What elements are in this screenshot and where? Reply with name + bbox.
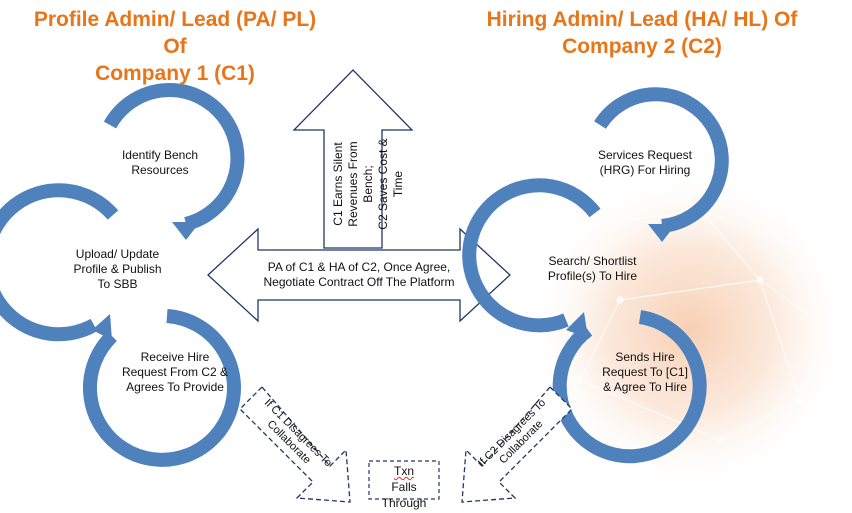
double-arrow-label: PA of C1 & HA of C2, Once Agree, Negotia… (250, 260, 468, 290)
right-step-2-line2: Profile(s) To Hire (547, 269, 638, 283)
txn-falls-box (368, 460, 440, 500)
left-cycle (0, 83, 245, 467)
left-title-line2: Company 1 (C1) (95, 62, 255, 85)
up-arrow-label: C1 Earns Silent Revenues From Bench; C2 … (331, 124, 406, 244)
left-step-1: Identify Bench Resources (100, 148, 220, 178)
left-step-3-line3: Agrees To Provide (126, 380, 224, 394)
right-cycle (462, 87, 729, 464)
txn-falls-line1: Txn Falls (369, 463, 439, 495)
left-step-2: Upload/ Update Profile & Publish To SBB (55, 247, 180, 292)
left-step-2-line1: Upload/ Update (75, 247, 160, 261)
right-step-1-line1: Services Request (597, 148, 693, 162)
up-arrow-line2: Revenues From Bench; (346, 141, 375, 227)
right-cycle-arrowhead-2 (566, 312, 588, 338)
left-step-1-line1: Identify Bench (121, 148, 199, 162)
right-cycle-arrowhead-1 (648, 224, 676, 242)
right-step-3-line1: Sends Hire (615, 350, 675, 364)
left-step-3-line1: Receive Hire (140, 350, 210, 364)
right-step-1: Services Request (HRG) For Hiring (580, 148, 710, 178)
up-arrow-shape (292, 69, 414, 249)
left-title-line1: Profile Admin/ Lead (PA/ PL) Of (33, 8, 317, 58)
right-step-3-line3: & Agree To Hire (603, 380, 687, 394)
left-step-2-line3: To SBB (97, 277, 138, 291)
right-title-line1: Hiring Admin/ Lead (HA/ HL) Of (486, 8, 798, 31)
right-step-2: Search/ Shortlist Profile(s) To Hire (525, 254, 660, 284)
right-step-1-line2: (HRG) For Hiring (599, 163, 691, 177)
right-title-line2: Company 2 (C2) (562, 35, 722, 58)
left-step-3: Receive Hire Request From C2 & Agrees To… (110, 350, 240, 395)
falls-word: Falls (391, 480, 417, 494)
right-step-2-line1: Search/ Shortlist (548, 254, 637, 268)
right-step-3: Sends Hire Request To [C1] & Agree To Hi… (585, 350, 705, 395)
left-cycle-arrowhead-1 (172, 222, 200, 240)
right-step-3-line2: Request To [C1] (602, 365, 688, 379)
txn-word: Txn (393, 464, 414, 478)
double-arrow-shape (207, 227, 511, 323)
left-cycle-arrowhead-2 (92, 314, 112, 340)
left-step-1-line2: Resources (131, 163, 189, 177)
left-step-2-line2: Profile & Publish (73, 262, 162, 276)
up-arrow-line1: C1 Earns Silent (331, 142, 345, 226)
left-disagree-arrow (239, 386, 351, 503)
left-step-3-line2: Request From C2 & (121, 365, 229, 379)
txn-falls-label: Txn Falls Through (369, 463, 439, 510)
up-arrow-line3: C2 Saves Cost & Time (376, 138, 405, 230)
right-disagree-arrow (461, 386, 573, 503)
background-network-glow (540, 180, 840, 480)
double-arrow-line2: Negotiate Contract Off The Platform (263, 275, 455, 289)
txn-falls-line2: Through (381, 496, 427, 510)
double-arrow-line1: PA of C1 & HA of C2, Once Agree, (267, 260, 451, 274)
right-title: Hiring Admin/ Lead (HA/ HL) Of Company 2… (472, 6, 812, 60)
left-title: Profile Admin/ Lead (PA/ PL) Of Company … (25, 6, 325, 87)
